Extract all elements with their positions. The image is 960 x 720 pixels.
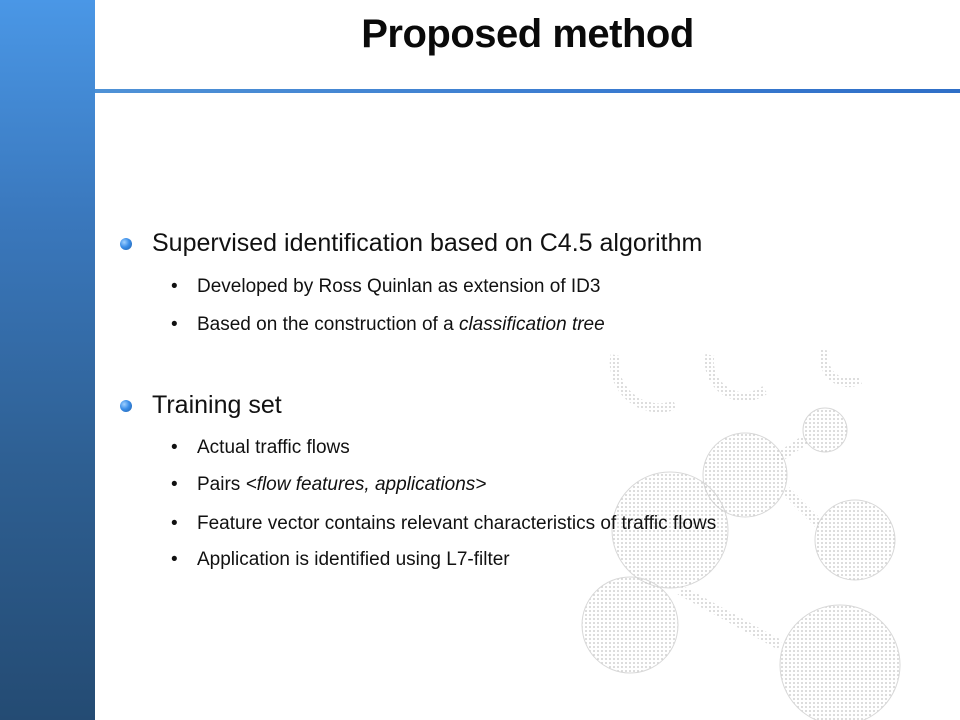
list-item-text: Based on the construction of a classific… (197, 314, 605, 336)
bullet-dot-icon (120, 400, 132, 412)
left-sidebar-band (0, 0, 95, 720)
section-heading-text: Supervised identification based on C4.5 … (152, 229, 703, 257)
section-heading-text: Training set (152, 391, 282, 419)
bullet-glyph: • (171, 549, 178, 570)
list-item-text: Actual traffic flows (197, 437, 350, 458)
molecule-watermark (581, 348, 901, 720)
list-item-text: Application is identified using L7-filte… (197, 549, 510, 570)
list-item-text: Developed by Ross Quinlan as extension o… (197, 276, 601, 297)
slide-title: Proposed method (361, 12, 694, 56)
title-underline (95, 89, 960, 93)
list-item-text-emphasis: <flow features, applications> (245, 474, 487, 495)
list-item-text: Pairs <flow features, applications> (197, 474, 486, 496)
list-item-text: Feature vector contains relevant charact… (197, 513, 717, 534)
bullet-dot-icon (120, 238, 132, 250)
list-item-text-prefix: Based on the construction of a (197, 314, 459, 335)
list-item-text-emphasis: classification tree (458, 314, 605, 335)
bullet-glyph: • (171, 276, 178, 297)
bullet-glyph: • (171, 474, 178, 495)
bullet-glyph: • (171, 437, 178, 458)
list-item-text-prefix: Pairs (197, 474, 246, 495)
bullet-glyph: • (171, 314, 178, 335)
bullet-glyph: • (171, 513, 178, 534)
